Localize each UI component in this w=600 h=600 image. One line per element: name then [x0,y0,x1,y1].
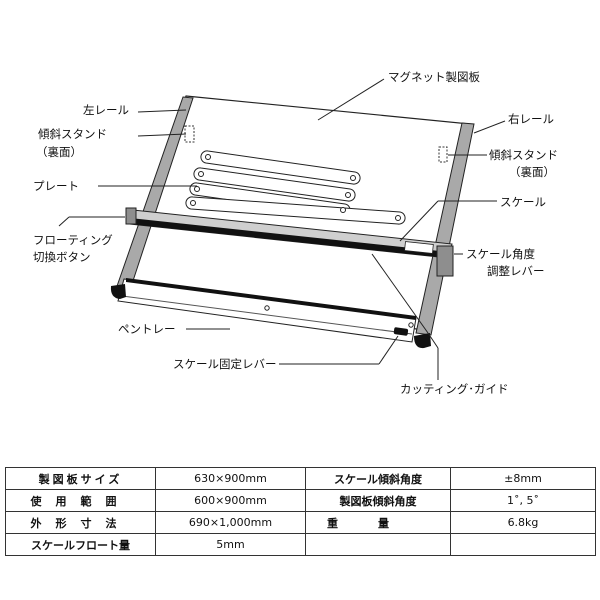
scale-edge [129,218,449,258]
scale-lock-lever [393,327,409,336]
spec-key: スケールフロート量 [5,533,156,556]
label-floating-switch: フローティング [33,233,113,247]
rail-cap-left [110,284,126,299]
spec-key: 製図板サイズ [5,467,156,490]
pen-tray-screw [408,322,414,328]
pen-tray-screw [264,305,270,311]
label-left-rail: 左レール [83,103,129,117]
spec-value: 1˚, 5˚ [450,489,596,512]
spec-key: 使用範囲 [5,489,156,512]
spec-value: 690×1,000mm [155,511,306,534]
label-tilt-stand-right: 傾斜スタンド [489,148,558,162]
right-rail [415,122,475,336]
label-scale-angle-lever: 調整レバー [487,264,545,278]
leader-lines [58,78,506,380]
label-cutting-guide: カッティング･ガイド [400,382,509,396]
label-tilt-stand-left-back: （裏面） [36,145,82,159]
spec-key [305,533,451,556]
label-magnet-board: マグネット製図板 [388,70,480,84]
label-right-rail: 右レール [508,112,554,126]
spec-value: 630×900mm [155,467,306,490]
spec-key: 外形寸法 [5,511,156,534]
label-scale: スケール [500,195,546,209]
table-row: 外形寸法 690×1,000mm 重量 6.8kg [5,511,596,534]
table-row: スケールフロート量 5mm [5,533,596,556]
cutting-guide [371,253,429,334]
label-pen-tray: ペントレー [118,322,176,336]
scale-angle-lever [436,245,454,277]
label-tilt-stand-left: 傾斜スタンド [38,127,107,141]
spec-value: ±8mm [450,467,596,490]
label-plate: プレート [33,179,79,193]
spec-table: 製図板サイズ 630×900mm スケール傾斜角度 ±8mm 使用範囲 600×… [5,467,596,556]
pen-tray-rail [121,295,413,335]
label-tilt-stand-right-back: （裏面） [509,165,555,179]
spec-key: 重量 [305,511,451,534]
label-scale-lock-lever: スケール固定レバー [173,357,277,371]
scale-angle-display [404,241,434,254]
spec-value: 600×900mm [155,489,306,512]
table-row: 製図板サイズ 630×900mm スケール傾斜角度 ±8mm [5,467,596,490]
label-floating-switch-button: 切換ボタン [33,250,91,264]
spec-value [450,533,596,556]
spec-key: スケール傾斜角度 [305,467,451,490]
drafting-board-illustration [58,78,506,380]
floating-button [125,207,137,225]
spec-key: 製図板傾斜角度 [305,489,451,512]
spec-value: 5mm [155,533,306,556]
label-scale-angle: スケール角度 [466,247,535,261]
rail-cap-right [414,333,431,349]
plates [185,150,406,225]
pen-tray-edge [126,278,416,320]
table-row: 使用範囲 600×900mm 製図板傾斜角度 1˚, 5˚ [5,489,596,512]
tilt-stand-right [438,146,448,163]
spec-value: 6.8kg [450,511,596,534]
